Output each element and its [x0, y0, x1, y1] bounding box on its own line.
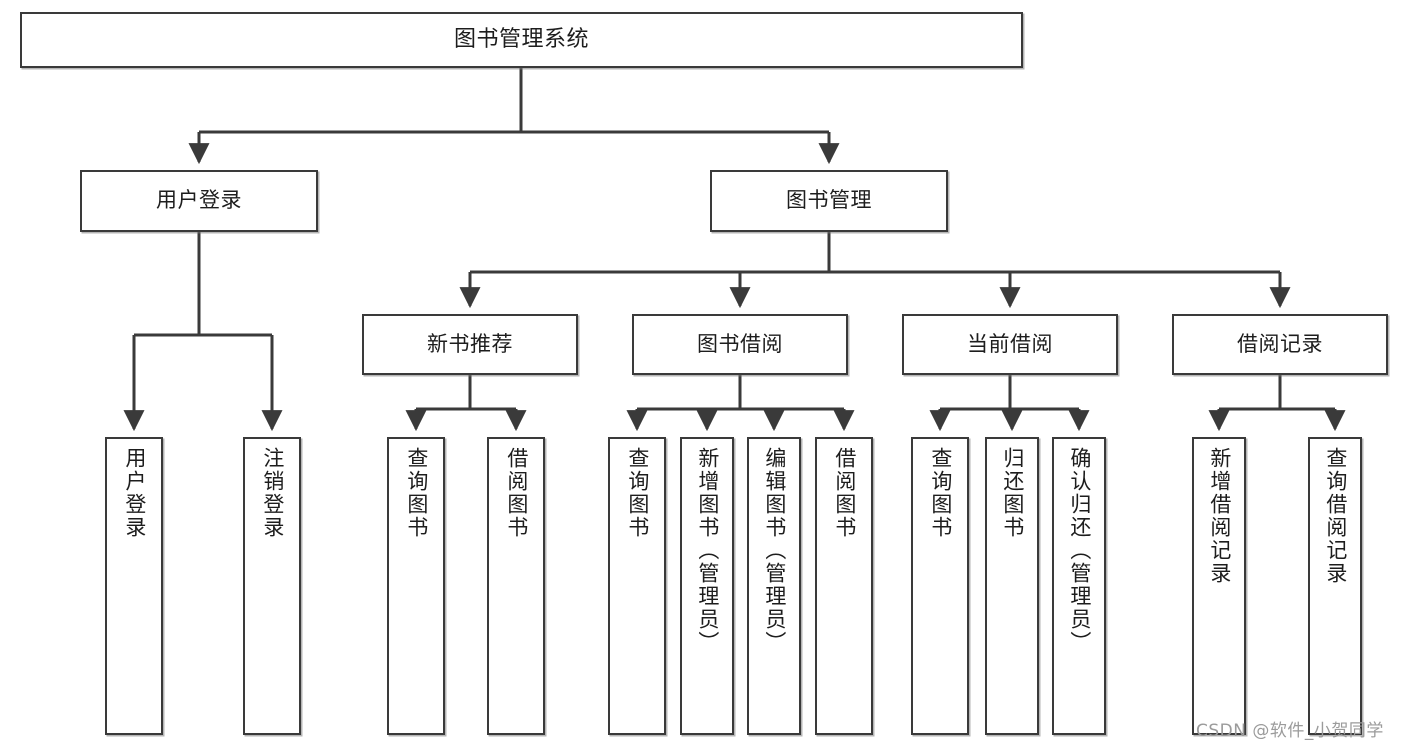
- node-leaf-user-logout[interactable]: 注销登录: [243, 437, 301, 735]
- node-leaf-record-query-label: 查询借阅记录: [1323, 447, 1348, 585]
- node-leaf-borrow-edit-label: 编辑图书（管理员）: [762, 447, 787, 654]
- node-leaf-cur-confirm-label: 确认归还（管理员）: [1067, 447, 1092, 654]
- node-leaf-cur-confirm[interactable]: 确认归还（管理员）: [1052, 437, 1106, 735]
- node-book-borrow-label: 图书借阅: [697, 331, 783, 356]
- node-current-borrow[interactable]: 当前借阅: [902, 314, 1118, 375]
- node-leaf-borrow-query[interactable]: 查询图书: [608, 437, 666, 735]
- node-leaf-rec-query-label: 查询图书: [404, 447, 429, 539]
- edge-group-book-borrow: [626, 375, 855, 432]
- node-user-login[interactable]: 用户登录: [80, 170, 318, 232]
- node-leaf-rec-query[interactable]: 查询图书: [387, 437, 445, 735]
- node-borrow-record[interactable]: 借阅记录: [1172, 314, 1388, 375]
- node-borrow-record-label: 借阅记录: [1237, 331, 1323, 356]
- node-new-book-rec[interactable]: 新书推荐: [362, 314, 578, 375]
- node-leaf-cur-query-label: 查询图书: [928, 447, 953, 539]
- edge-group-current-borrow: [929, 375, 1090, 432]
- node-book-manage-label: 图书管理: [786, 188, 872, 213]
- node-root-label: 图书管理系统: [453, 26, 589, 52]
- node-leaf-cur-return-label: 归还图书: [1000, 447, 1025, 539]
- node-user-login-label: 用户登录: [156, 188, 242, 213]
- edge-group-book-manage: [459, 232, 1291, 309]
- edge-group-borrow-record: [1208, 375, 1346, 432]
- node-leaf-record-add[interactable]: 新增借阅记录: [1192, 437, 1246, 735]
- node-root[interactable]: 图书管理系统: [20, 12, 1023, 68]
- edge-group-new-book-rec: [405, 375, 527, 432]
- node-leaf-record-query[interactable]: 查询借阅记录: [1308, 437, 1362, 735]
- node-leaf-record-add-label: 新增借阅记录: [1207, 447, 1232, 585]
- node-leaf-borrow-lend-label: 借阅图书: [832, 447, 857, 539]
- csdn-watermark: CSDN @软件_小贺同学: [1196, 721, 1384, 741]
- node-current-borrow-label: 当前借阅: [967, 331, 1053, 356]
- node-leaf-user-login[interactable]: 用户登录: [105, 437, 163, 735]
- node-new-book-rec-label: 新书推荐: [427, 331, 513, 356]
- node-leaf-borrow-lend[interactable]: 借阅图书: [815, 437, 873, 735]
- node-leaf-borrow-add[interactable]: 新增图书（管理员）: [680, 437, 734, 735]
- node-book-manage[interactable]: 图书管理: [710, 170, 948, 232]
- node-leaf-borrow-edit[interactable]: 编辑图书（管理员）: [747, 437, 801, 735]
- node-leaf-borrow-add-label: 新增图书（管理员）: [695, 447, 720, 654]
- node-book-borrow[interactable]: 图书借阅: [632, 314, 848, 375]
- node-leaf-rec-borrow[interactable]: 借阅图书: [487, 437, 545, 735]
- node-leaf-user-logout-label: 注销登录: [260, 447, 285, 539]
- node-leaf-rec-borrow-label: 借阅图书: [504, 447, 529, 539]
- edge-group-user-login: [123, 232, 283, 432]
- node-leaf-cur-return[interactable]: 归还图书: [985, 437, 1039, 735]
- node-leaf-borrow-query-label: 查询图书: [625, 447, 650, 539]
- node-leaf-cur-query[interactable]: 查询图书: [911, 437, 969, 735]
- edge-group-root: [188, 68, 840, 165]
- node-leaf-user-login-label: 用户登录: [122, 447, 147, 539]
